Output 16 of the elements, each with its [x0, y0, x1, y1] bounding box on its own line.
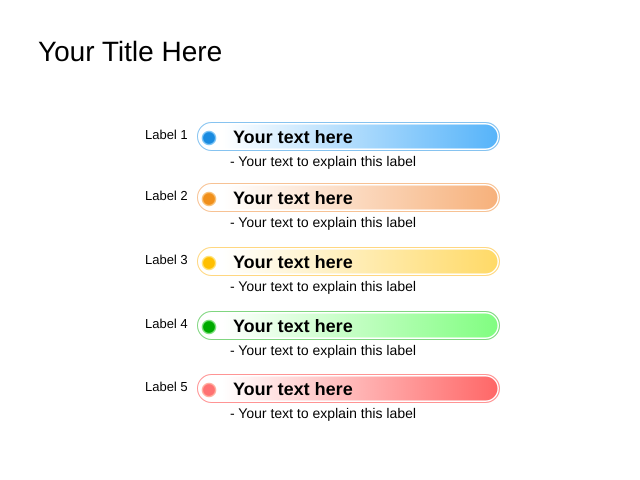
- heading-text: Your text here: [233, 188, 353, 209]
- row-label: Label 3: [145, 252, 188, 268]
- heading-text: Your text here: [233, 316, 353, 337]
- description-text: - Your text to explain this label: [230, 153, 416, 170]
- row-label: Label 2: [145, 188, 188, 204]
- row-label: Label 5: [145, 379, 188, 395]
- row-label: Label 4: [145, 316, 188, 332]
- row-label: Label 1: [145, 127, 188, 143]
- title-text: Your Title Here: [38, 36, 222, 68]
- description-text: - Your text to explain this label: [230, 278, 416, 295]
- heading-text: Your text here: [233, 252, 353, 273]
- description-text: - Your text to explain this label: [230, 405, 416, 422]
- heading-text: Your text here: [233, 379, 353, 400]
- description-text: - Your text to explain this label: [230, 342, 416, 359]
- description-text: - Your text to explain this label: [230, 214, 416, 231]
- heading-text: Your text here: [233, 127, 353, 148]
